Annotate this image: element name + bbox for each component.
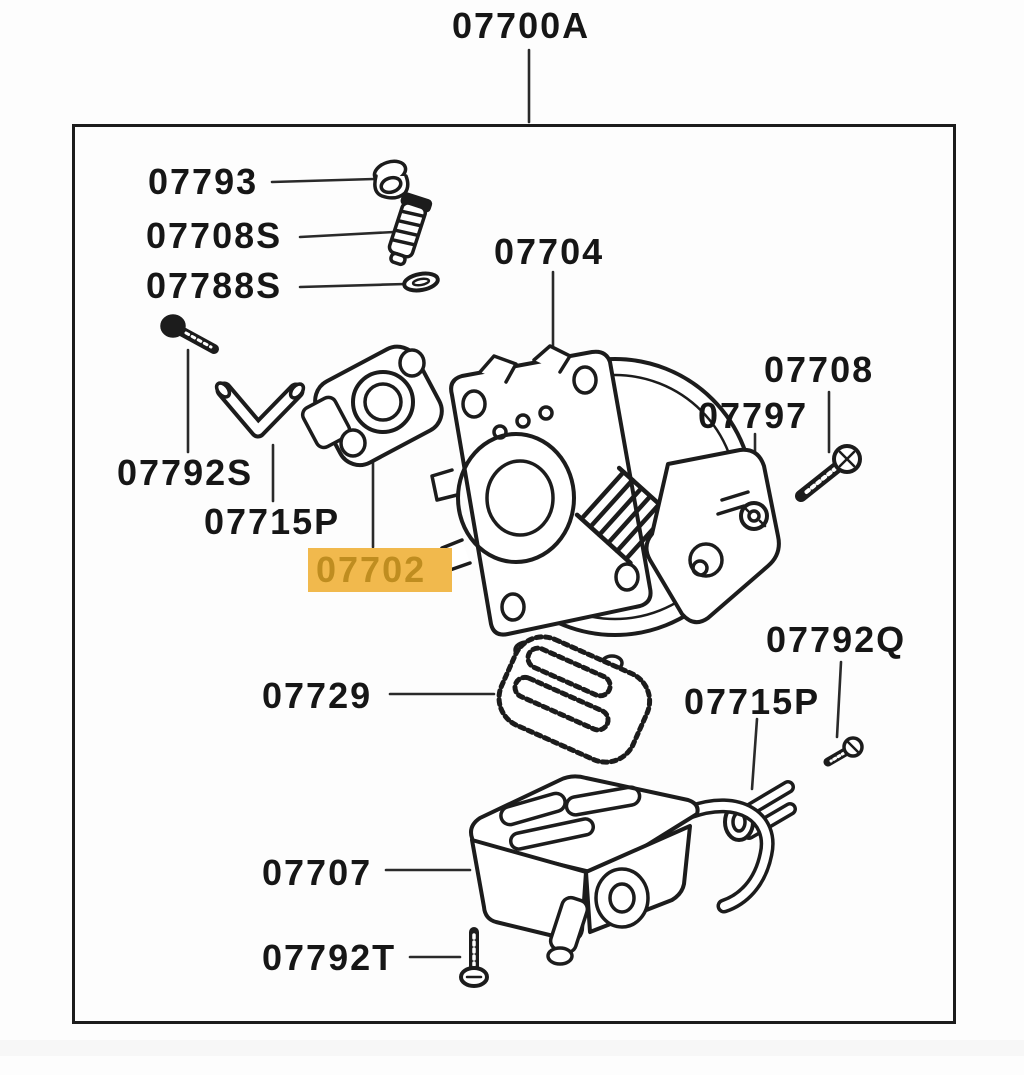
part-label-07729: 07729 — [262, 675, 373, 716]
diagram-frame — [72, 124, 956, 1024]
gasket-07729-drawing — [496, 634, 653, 765]
part-label-07788S: 07788S — [146, 265, 283, 306]
part-label-07715P-right: 07715P — [684, 681, 821, 722]
part-label-07702-highlighted[interactable]: 07702 — [308, 548, 453, 592]
part-label-07708S: 07708S — [146, 215, 283, 256]
tps-07702-drawing — [300, 344, 444, 468]
part-label-07792Q: 07792Q — [766, 619, 907, 660]
isc-valve-07707-drawing — [469, 774, 775, 966]
part-label-07707: 07707 — [262, 852, 373, 893]
nut-07797-drawing — [739, 501, 769, 531]
scan-shadow — [0, 1040, 1024, 1056]
cap-07793-drawing — [372, 159, 410, 200]
leader-lines — [186, 48, 843, 959]
part-label-07700A: 07700A — [452, 5, 591, 46]
spring-screw-07708s-drawing — [387, 192, 433, 267]
part-label-07715P-left: 07715P — [204, 501, 341, 542]
part-label-07797: 07797 — [698, 395, 809, 436]
screw-07792t-drawing — [459, 927, 489, 988]
part-label-07708: 07708 — [764, 349, 875, 390]
throttle-body-07704-drawing — [430, 344, 781, 672]
hose-07715p-left-drawing — [214, 381, 306, 439]
screw-07708-drawing — [795, 444, 862, 502]
screw-07792q-drawing — [823, 736, 864, 767]
part-label-07704: 07704 — [494, 231, 605, 272]
washer-07788s-drawing — [402, 271, 440, 293]
part-label-07792S: 07792S — [117, 452, 254, 493]
part-label-07792T: 07792T — [262, 937, 397, 978]
bolt-07792s-drawing — [160, 314, 219, 354]
part-label-07793: 07793 — [148, 161, 259, 202]
clamp-07715p-right-drawing — [723, 780, 797, 842]
